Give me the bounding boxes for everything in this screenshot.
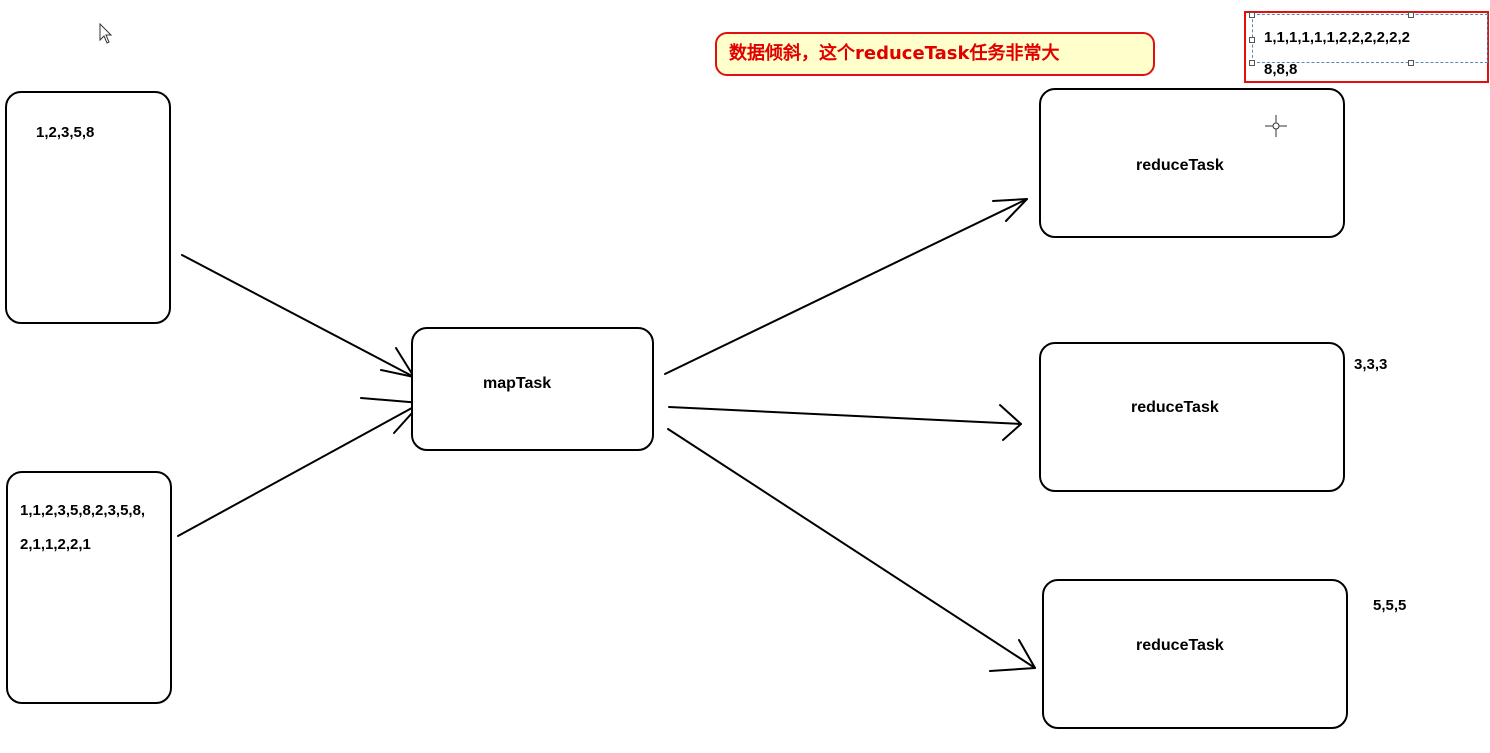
mouse-pointer-icon [99, 23, 113, 44]
arrow-map-to-reduce1 [664, 198, 1028, 375]
selection-handle[interactable] [1408, 60, 1414, 66]
input-1-values: 1,2,3,5,8 [36, 124, 95, 141]
arrow-input1-to-map [181, 254, 415, 378]
input-box-2 [6, 471, 172, 704]
input-box-1 [5, 91, 171, 324]
selected-values-box[interactable] [1244, 11, 1489, 83]
data-skew-callout: 数据倾斜，这个reduceTask任务非常大 [715, 32, 1155, 76]
crosshair-icon [1265, 115, 1287, 137]
input-2-values: 1,1,2,3,5,8,2,3,5,8, 2,1,1,2,2,1 [20, 502, 146, 553]
arrow-map-to-reduce2 [668, 404, 1022, 441]
selection-handle[interactable] [1249, 12, 1255, 18]
arrow-input2-to-map [177, 397, 422, 537]
selection-handle[interactable] [1249, 37, 1255, 43]
selection-handle[interactable] [1249, 60, 1255, 66]
map-task-label: mapTask [483, 375, 552, 392]
reduce-task-3-label: reduceTask [1136, 637, 1224, 654]
reduce-task-box-1 [1039, 88, 1345, 238]
reduce-task-3-values: 5,5,5 [1373, 597, 1407, 614]
map-task-box [411, 327, 654, 451]
selection-handle[interactable] [1408, 12, 1414, 18]
reduce-task-1-label: reduceTask [1136, 157, 1224, 174]
reduce-task-box-3 [1042, 579, 1348, 729]
reduce-task-box-2 [1039, 342, 1345, 492]
reduce-task-2-label: reduceTask [1131, 399, 1219, 416]
reduce-task-1-values: 1,1,1,1,1,1,2,2,2,2,2,2 8,8,8 [1264, 29, 1410, 78]
reduce-task-2-values: 3,3,3 [1354, 356, 1388, 373]
arrow-map-to-reduce3 [667, 428, 1036, 672]
